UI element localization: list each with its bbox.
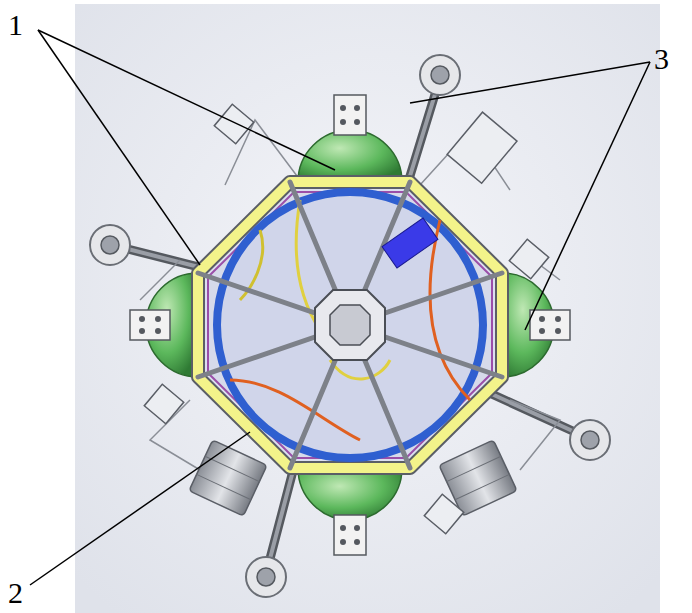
callout-number: 1 xyxy=(8,10,23,40)
callout-number: 2 xyxy=(8,578,23,608)
callout-number: 3 xyxy=(654,44,669,74)
